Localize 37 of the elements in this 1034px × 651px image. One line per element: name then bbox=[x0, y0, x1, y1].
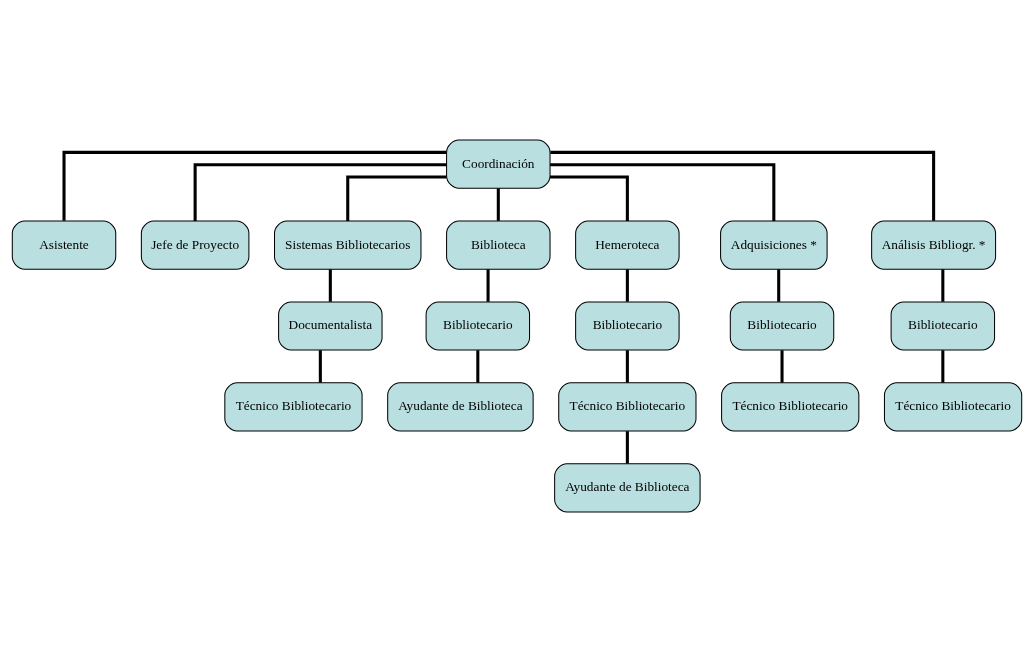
node-box: Adquisiciones * bbox=[720, 220, 828, 270]
node-box: Bibliotecario bbox=[575, 300, 680, 351]
node-box: Asistente bbox=[11, 220, 117, 270]
node-box: Bibliotecario bbox=[729, 300, 835, 351]
node-box: Biblioteca bbox=[446, 220, 551, 270]
connector bbox=[346, 174, 447, 221]
node-box: Técnico Bibliotecario bbox=[558, 381, 697, 431]
node-box: Técnico Bibliotecario bbox=[224, 381, 363, 431]
connector bbox=[496, 187, 500, 221]
connector bbox=[625, 268, 629, 302]
connector bbox=[62, 150, 447, 221]
node-box: Técnico Bibliotecario bbox=[883, 381, 1023, 431]
node-box: Análisis Bibliogr. * bbox=[871, 220, 997, 270]
connector bbox=[486, 268, 490, 302]
node-box: Coordinación bbox=[446, 139, 551, 189]
connector bbox=[625, 430, 629, 464]
connector bbox=[550, 162, 776, 221]
node-box: Jefe de Proyecto bbox=[140, 220, 250, 270]
node-box: Bibliotecario bbox=[425, 300, 531, 351]
connector bbox=[625, 349, 629, 383]
connector bbox=[318, 349, 322, 383]
connector bbox=[476, 349, 480, 383]
connector bbox=[550, 150, 936, 221]
connector bbox=[328, 268, 332, 302]
node-box: Documentalista bbox=[278, 300, 383, 351]
node-box: Técnico Bibliotecario bbox=[721, 381, 860, 431]
node-box: Ayudante de Biblioteca bbox=[554, 462, 701, 512]
connector bbox=[777, 268, 781, 302]
node-box: Bibliotecario bbox=[890, 300, 996, 351]
node-box: Sistemas Bibliotecarios bbox=[274, 220, 422, 270]
connector bbox=[941, 268, 945, 302]
node-box: Hemeroteca bbox=[575, 220, 680, 270]
connector bbox=[941, 349, 945, 383]
connector bbox=[550, 174, 629, 221]
node-box: Ayudante de Biblioteca bbox=[387, 381, 534, 431]
connector bbox=[193, 162, 447, 221]
connector bbox=[780, 349, 784, 383]
